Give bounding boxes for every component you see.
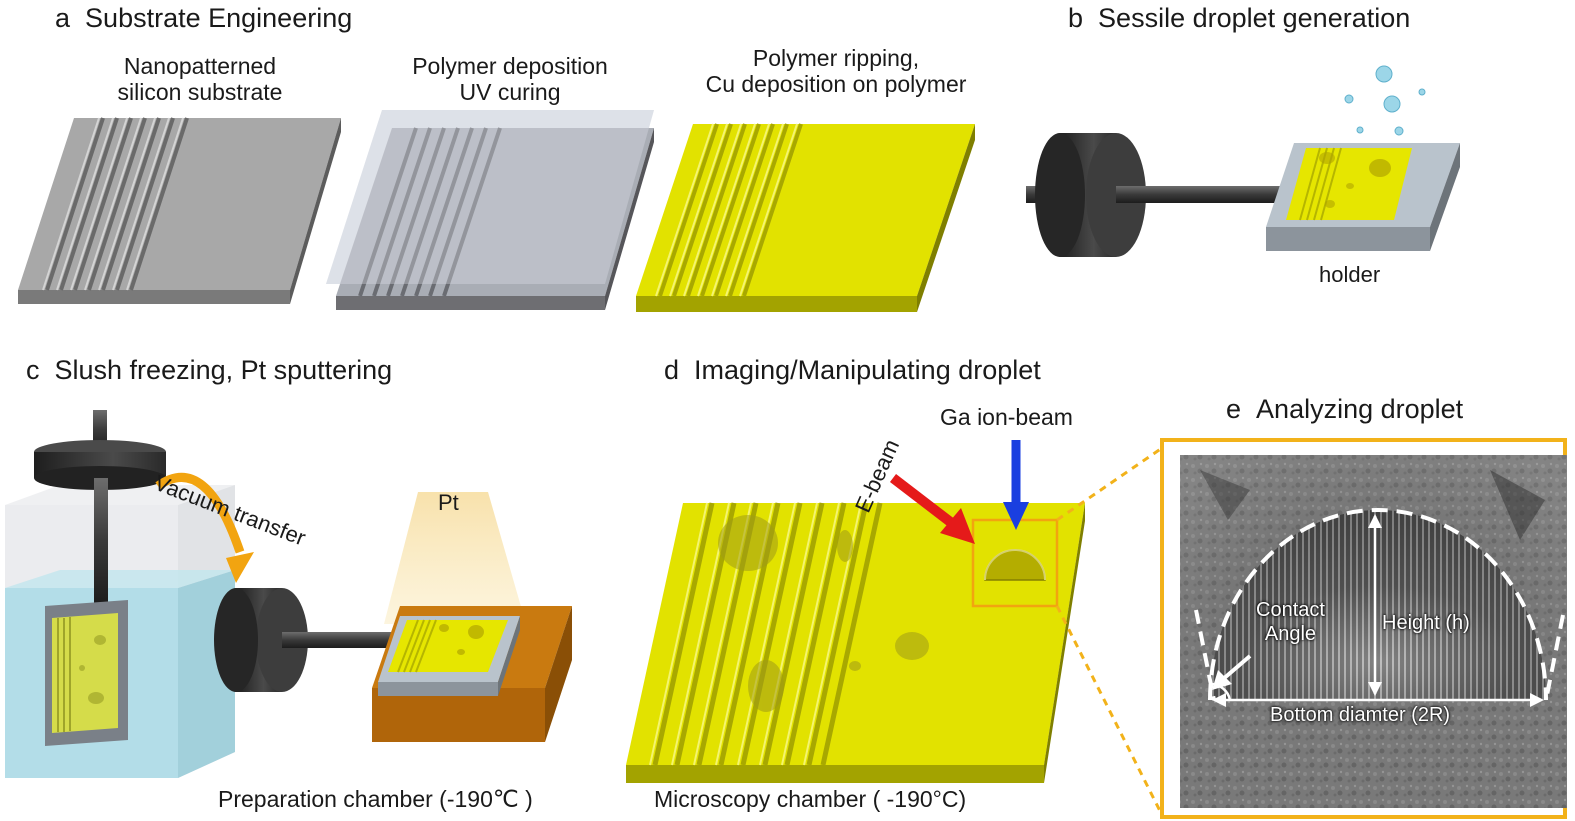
- step-1-line2: silicon substrate: [117, 79, 283, 105]
- panel-e-heading: e Analyzing droplet: [1226, 394, 1463, 425]
- polymer-coated-slab: [326, 110, 654, 310]
- step-2-line2: UV curing: [459, 79, 561, 105]
- contact-angle-arc: [1209, 682, 1232, 701]
- silicon-substrate-slab: [18, 117, 341, 304]
- ga-ion-beam-label: Ga ion-beam: [940, 404, 1073, 430]
- droplet-generation-holder-assembly: [1026, 65, 1460, 257]
- holder-label: holder: [1319, 262, 1381, 287]
- pt-label: Pt: [438, 490, 459, 515]
- microscopy-sample-slab: [626, 502, 1085, 783]
- pt-sputter-cone: [384, 492, 526, 624]
- bottom-diameter-label: Bottom diamter (2R): [1270, 704, 1451, 726]
- panel-d-heading: d Imaging/Manipulating droplet: [664, 355, 1041, 386]
- step-2-line1: Polymer deposition: [412, 53, 608, 79]
- height-label: Height (h): [1382, 612, 1470, 634]
- preparation-chamber-label: Preparation chamber (-190℃ ): [218, 786, 533, 812]
- copper-replica-slab: [636, 123, 975, 312]
- panel-a-heading: a Substrate Engineering: [55, 3, 352, 34]
- step-3-caption: Polymer ripping, Cu deposition on polyme…: [686, 45, 986, 97]
- contact-angle-label: Contact Angle: [1256, 598, 1325, 646]
- contact-angle-pointer: [1220, 654, 1252, 682]
- step-1-caption: Nanopatterned silicon substrate: [90, 53, 310, 105]
- panel-e-letter: e: [1226, 394, 1242, 424]
- contact-angle-line2: Angle: [1264, 623, 1317, 645]
- panel-d-letter: d: [664, 355, 680, 385]
- contact-angle-line1: Contact: [1256, 599, 1325, 621]
- panel-c-title: Slush freezing, Pt sputtering: [54, 355, 393, 385]
- ebeam-arrow: [889, 474, 975, 544]
- panel-a-title: Substrate Engineering: [85, 3, 353, 33]
- panel-a-letter: a: [55, 3, 71, 33]
- contact-tangent-right: [1544, 614, 1565, 701]
- panel-c-letter: c: [26, 355, 40, 385]
- step-3-line1: Polymer ripping,: [752, 45, 920, 71]
- water-droplets: [1344, 65, 1426, 136]
- vacuum-transfer-arrow: [155, 472, 245, 554]
- panel-b-title: Sessile droplet generation: [1098, 3, 1411, 33]
- sem-droplet-image: [1160, 438, 1567, 819]
- panel-c-heading: c Slush freezing, Pt sputtering: [26, 355, 392, 386]
- ga-ion-beam-arrow: [1003, 440, 1029, 530]
- slush-freezing-setup: [5, 410, 572, 778]
- step-1-line1: Nanopatterned: [123, 53, 277, 79]
- panel-b-heading: b Sessile droplet generation: [1068, 3, 1410, 34]
- step-3-line2: Cu deposition on polymer: [705, 71, 967, 97]
- frozen-sample-chip: [52, 613, 118, 733]
- panel-d-title: Imaging/Manipulating droplet: [694, 355, 1041, 385]
- zoom-connector-lines: [1055, 446, 1164, 816]
- panel-b-letter: b: [1068, 3, 1084, 33]
- step-2-caption: Polymer deposition UV curing: [385, 53, 635, 105]
- panel-e-title: Analyzing droplet: [1256, 394, 1464, 424]
- microscopy-chamber-label: Microscopy chamber ( -190°C): [654, 786, 967, 812]
- droplet-outline: [1208, 508, 1548, 701]
